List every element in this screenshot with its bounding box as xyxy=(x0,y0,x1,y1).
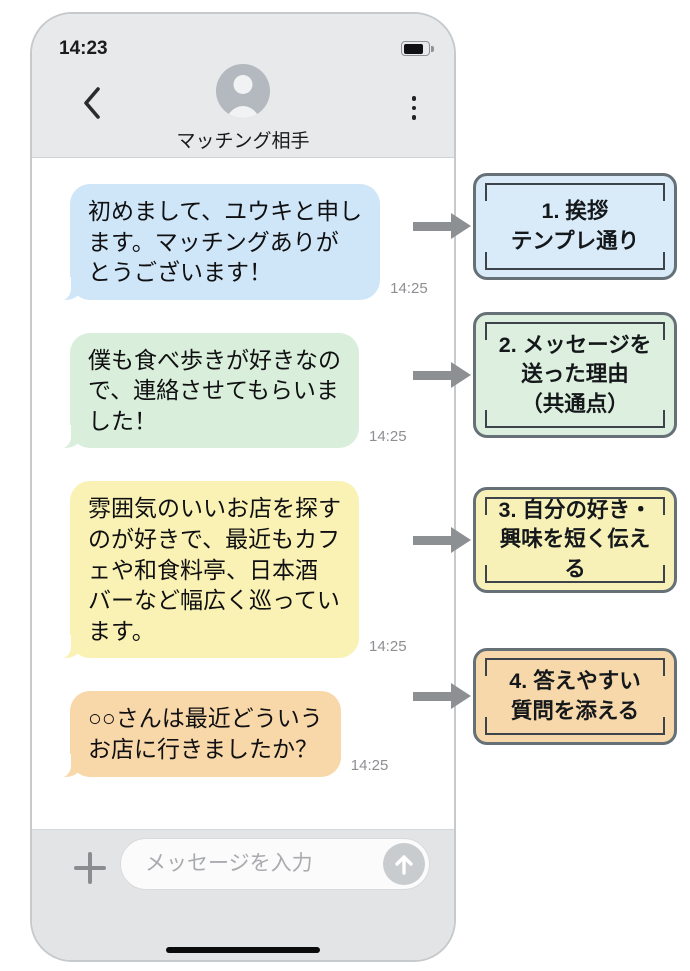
annotation-box-3: 3. 自分の好き・ 興味を短く伝える xyxy=(473,487,677,593)
message-bubble: ○○さんは最近どういう お店に行きましたか？ xyxy=(59,691,341,778)
chevron-left-icon xyxy=(84,87,100,119)
phone-frame: 14:23 マッチング相手 初めまして、ユウキと申し ます。マッチングありが xyxy=(30,12,456,962)
arrow-body xyxy=(413,535,451,545)
avatar-head-icon xyxy=(233,75,253,94)
battery-tip xyxy=(431,45,434,52)
message-bubble: 雰囲気のいいお店を探す のが好きで、最近もカフ ェや和食料亭、日本酒 バーなど幅… xyxy=(59,481,359,660)
back-button[interactable] xyxy=(78,86,106,122)
message-row: 僕も食べ歩きが好きなの で、連絡させてもらいま した！ 14:25 xyxy=(59,332,407,450)
arrow-right-icon xyxy=(451,213,471,239)
avatar-body-icon xyxy=(225,106,261,118)
arrow-body xyxy=(413,370,451,380)
avatar[interactable] xyxy=(216,64,270,118)
annotation-box-4: 4. 答えやすい 質問を添える xyxy=(473,648,677,745)
message-row: 雰囲気のいいお店を探す のが好きで、最近もカフ ェや和食料亭、日本酒 バーなど幅… xyxy=(59,481,407,660)
arrow-right-icon xyxy=(451,362,471,388)
arrow-up-icon xyxy=(395,854,413,875)
contact-name: マッチング相手 xyxy=(176,131,310,152)
battery-icon xyxy=(401,41,434,56)
message-bubble: 僕も食べ歩きが好きなの で、連絡させてもらいま した！ xyxy=(59,332,359,450)
composer-bar xyxy=(32,829,454,960)
message-input-pill[interactable] xyxy=(120,838,430,890)
vertical-dots-icon xyxy=(402,96,426,120)
annotation-label: 4. 答えやすい 質問を添える xyxy=(509,669,641,723)
annotation-label: 1. 挨拶 テンプレ通り xyxy=(510,199,640,253)
arrow-body xyxy=(413,691,451,701)
annotation-arrow-3 xyxy=(413,527,471,553)
message-timestamp: 14:25 xyxy=(350,756,389,774)
message-input[interactable] xyxy=(145,839,373,889)
annotation-arrow-4 xyxy=(413,683,471,709)
annotation-label: 2. メッセージを 送った理由 （共通点） xyxy=(498,333,652,416)
annotation-arrow-2 xyxy=(413,362,471,388)
message-list: 初めまして、ユウキと申し ます。マッチングありが とうございます！ 14:25 … xyxy=(32,158,454,830)
add-attachment-button[interactable] xyxy=(70,848,110,888)
message-row: ○○さんは最近どういう お店に行きましたか？ 14:25 xyxy=(59,691,389,778)
annotation-label: 3. 自分の好き・ 興味を短く伝える xyxy=(498,498,652,581)
status-bar-time: 14:23 xyxy=(59,38,108,59)
annotation-arrow-1 xyxy=(413,213,471,239)
message-bubble: 初めまして、ユウキと申し ます。マッチングありが とうございます！ xyxy=(58,184,381,301)
annotation-box-2: 2. メッセージを 送った理由 （共通点） xyxy=(473,312,677,438)
menu-button[interactable] xyxy=(402,90,426,126)
arrow-right-icon xyxy=(451,527,471,553)
plus-icon xyxy=(70,848,110,888)
arrow-body xyxy=(413,221,451,231)
battery-fill xyxy=(403,43,423,54)
message-timestamp: 14:25 xyxy=(369,428,407,446)
annotation-box-1: 1. 挨拶 テンプレ通り xyxy=(473,173,677,280)
message-timestamp: 14:25 xyxy=(390,279,428,297)
chat-header: 14:23 マッチング相手 xyxy=(32,14,454,158)
home-indicator xyxy=(166,947,320,953)
message-timestamp: 14:25 xyxy=(369,638,407,656)
send-button[interactable] xyxy=(383,842,425,885)
message-row: 初めまして、ユウキと申し ます。マッチングありが とうございます！ 14:25 xyxy=(58,184,428,301)
arrow-right-icon xyxy=(451,683,471,709)
